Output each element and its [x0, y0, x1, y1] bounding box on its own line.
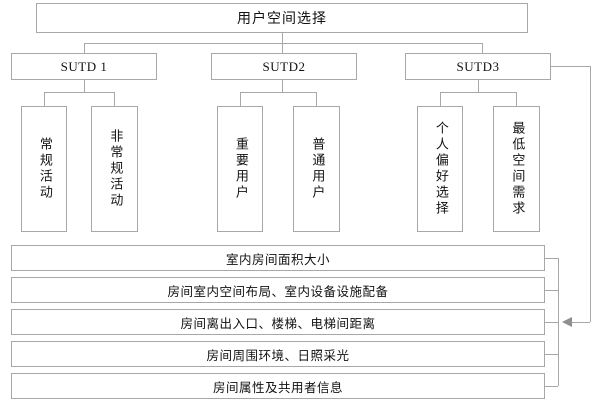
connector-sutd3-stem [478, 80, 479, 92]
connector-root-stem [282, 33, 283, 43]
connector-sutd3-bus [440, 92, 516, 93]
connector-drop-sutd3 [482, 43, 483, 53]
attribute-row-distance-to-exits: 房间离出入口、楼梯、电梯间距离 [11, 309, 545, 335]
connector-attr-collector-bus [558, 258, 559, 386]
leaf-node-non-routine-activity: 非常规活动 [91, 106, 138, 232]
connector-attr5-tap [545, 386, 558, 387]
connector-sutd3-drop-b [516, 92, 517, 106]
connector-attr3-tap [545, 322, 558, 323]
connector-sutd3-out [551, 66, 590, 67]
connector-root-bus [84, 43, 482, 44]
connector-sutd2-drop-a [240, 92, 241, 106]
attribute-row-room-area: 室内房间面积大小 [11, 245, 545, 271]
leaf-node-ordinary-user: 普通用户 [293, 106, 340, 232]
root-node-user-space-selection: 用户空间选择 [36, 3, 528, 33]
attribute-row-interior-layout: 房间室内空间布局、室内设备设施配备 [11, 277, 545, 303]
connector-sutd1-stem [84, 80, 85, 92]
connector-feedback-vertical [590, 66, 591, 322]
leaf-node-important-user: 重要用户 [217, 106, 263, 232]
connector-attr4-tap [545, 354, 558, 355]
leaf-node-routine-activity: 常规活动 [21, 106, 67, 232]
connector-sutd3-drop-a [440, 92, 441, 106]
arrowhead-left-icon [562, 317, 572, 327]
connector-attr1-tap [545, 258, 558, 259]
branch-node-sutd-2: SUTD2 [211, 53, 357, 80]
connector-sutd1-drop-b [114, 92, 115, 106]
leaf-node-minimum-space-requirement: 最低空间需求 [493, 106, 540, 232]
connector-sutd2-stem [282, 80, 283, 92]
connector-feedback-in [572, 322, 590, 323]
leaf-node-personal-preference: 个人偏好选择 [417, 106, 463, 232]
connector-drop-sutd2 [282, 43, 283, 53]
attribute-row-surrounding-environment: 房间周围环境、日照采光 [11, 341, 545, 367]
connector-attr2-tap [545, 290, 558, 291]
connector-sutd2-drop-b [316, 92, 317, 106]
connector-sutd1-drop-a [44, 92, 45, 106]
connector-sutd2-bus [240, 92, 316, 93]
branch-node-sutd-3: SUTD3 [405, 53, 551, 80]
branch-node-sutd-1: SUTD 1 [11, 53, 157, 80]
connector-drop-sutd1 [84, 43, 85, 53]
attribute-row-room-properties: 房间属性及共用者信息 [11, 373, 545, 399]
connector-sutd1-bus [44, 92, 114, 93]
